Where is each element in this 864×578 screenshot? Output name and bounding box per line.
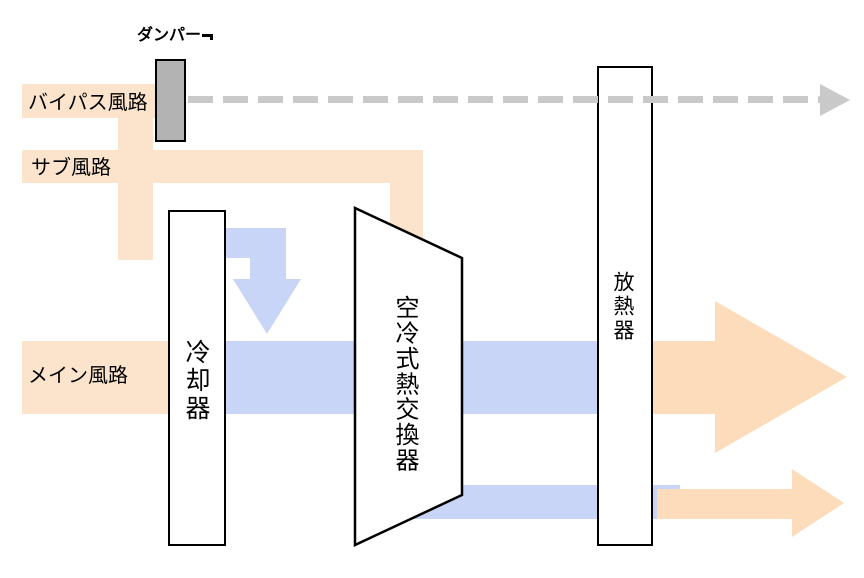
heat-exchanger-shape bbox=[353, 206, 464, 547]
cooler-label: 冷却器 bbox=[182, 339, 211, 423]
bypass-duct-label: バイパス風路 bbox=[28, 90, 148, 114]
damper-rect bbox=[155, 59, 186, 142]
main-duct-label: メイン風路 bbox=[28, 363, 128, 387]
bypass-flow-dashed-line bbox=[188, 96, 820, 103]
sub-outlet-arrow-shaft bbox=[657, 489, 793, 519]
damper-leader-line bbox=[202, 34, 213, 40]
cooler-outlet-bend-arrow-shaft bbox=[226, 228, 286, 258]
radiator-label: 放熱器 bbox=[611, 271, 635, 343]
sub-outlet-arrowhead bbox=[792, 469, 844, 537]
cooler-box bbox=[168, 210, 226, 546]
cooler-outlet-down-arrowhead bbox=[233, 279, 301, 334]
radiator-box bbox=[597, 66, 653, 546]
sub-duct-down-stub bbox=[118, 182, 153, 260]
bypass-flow-arrowhead bbox=[820, 84, 850, 116]
main-outlet-arrowhead bbox=[715, 301, 847, 453]
cooler-outlet-bend-arrow-elbow bbox=[250, 256, 286, 280]
main-outlet-arrow-shaft bbox=[653, 341, 716, 414]
damper-label: ダンパー bbox=[137, 25, 202, 44]
bypass-duct-band bbox=[22, 84, 156, 118]
main-duct-band bbox=[22, 341, 168, 414]
heat-exchanger-label: 空冷式熱交換器 bbox=[391, 295, 419, 473]
bypass-to-sub-connector bbox=[118, 116, 153, 152]
sub-duct-band bbox=[22, 150, 423, 183]
sub-duct-label: サブ風路 bbox=[31, 155, 111, 179]
